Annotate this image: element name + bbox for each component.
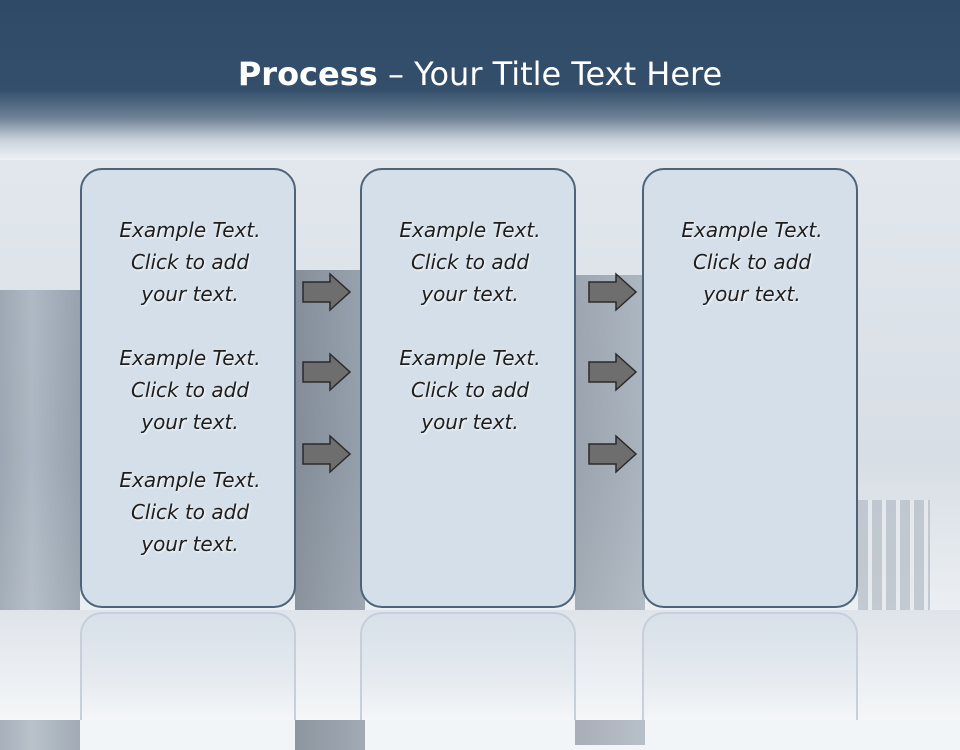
text-placeholder[interactable]: Example Text. Click to add your text. <box>362 342 578 438</box>
text-line: your text. <box>141 282 239 306</box>
text-line: Click to add <box>130 250 250 274</box>
process-step-3-box[interactable]: Example Text. Click to add your text. <box>642 168 858 608</box>
right-arrow-icon[interactable] <box>588 352 638 392</box>
text-line: your text. <box>421 282 519 306</box>
text-placeholder[interactable]: Example Text. Click to add your text. <box>82 214 298 310</box>
text-line: your text. <box>421 410 519 434</box>
text-line: Example Text. <box>119 468 261 492</box>
box-reflection <box>360 612 576 720</box>
right-arrow-icon[interactable] <box>302 272 352 312</box>
text-placeholder[interactable]: Example Text. Click to add your text. <box>644 214 860 310</box>
text-line: Example Text. <box>119 218 261 242</box>
box-reflection <box>642 612 858 720</box>
title-bold: Process <box>237 55 378 93</box>
text-line: Click to add <box>130 500 250 524</box>
text-line: Click to add <box>410 378 530 402</box>
box-reflection <box>80 612 296 720</box>
text-line: Example Text. <box>399 346 541 370</box>
text-placeholder[interactable]: Example Text. Click to add your text. <box>362 214 578 310</box>
text-line: Click to add <box>410 250 530 274</box>
text-line: Example Text. <box>681 218 823 242</box>
right-arrow-icon[interactable] <box>302 434 352 474</box>
process-step-2-box[interactable]: Example Text. Click to add your text. Ex… <box>360 168 576 608</box>
right-arrow-icon[interactable] <box>588 434 638 474</box>
text-placeholder[interactable]: Example Text. Click to add your text. <box>82 464 298 560</box>
text-line: Example Text. <box>399 218 541 242</box>
text-placeholder[interactable]: Example Text. Click to add your text. <box>82 342 298 438</box>
title-rest: – Your Title Text Here <box>377 55 723 93</box>
process-step-1-box[interactable]: Example Text. Click to add your text. Ex… <box>80 168 296 608</box>
text-line: Click to add <box>692 250 812 274</box>
slide-title[interactable]: Process – Your Title Text Here <box>0 55 960 93</box>
text-line: your text. <box>141 410 239 434</box>
text-line: your text. <box>141 532 239 556</box>
text-line: your text. <box>703 282 801 306</box>
text-line: Example Text. <box>119 346 261 370</box>
right-arrow-icon[interactable] <box>302 352 352 392</box>
right-arrow-icon[interactable] <box>588 272 638 312</box>
title-bar: Process – Your Title Text Here <box>0 0 960 160</box>
text-line: Click to add <box>130 378 250 402</box>
